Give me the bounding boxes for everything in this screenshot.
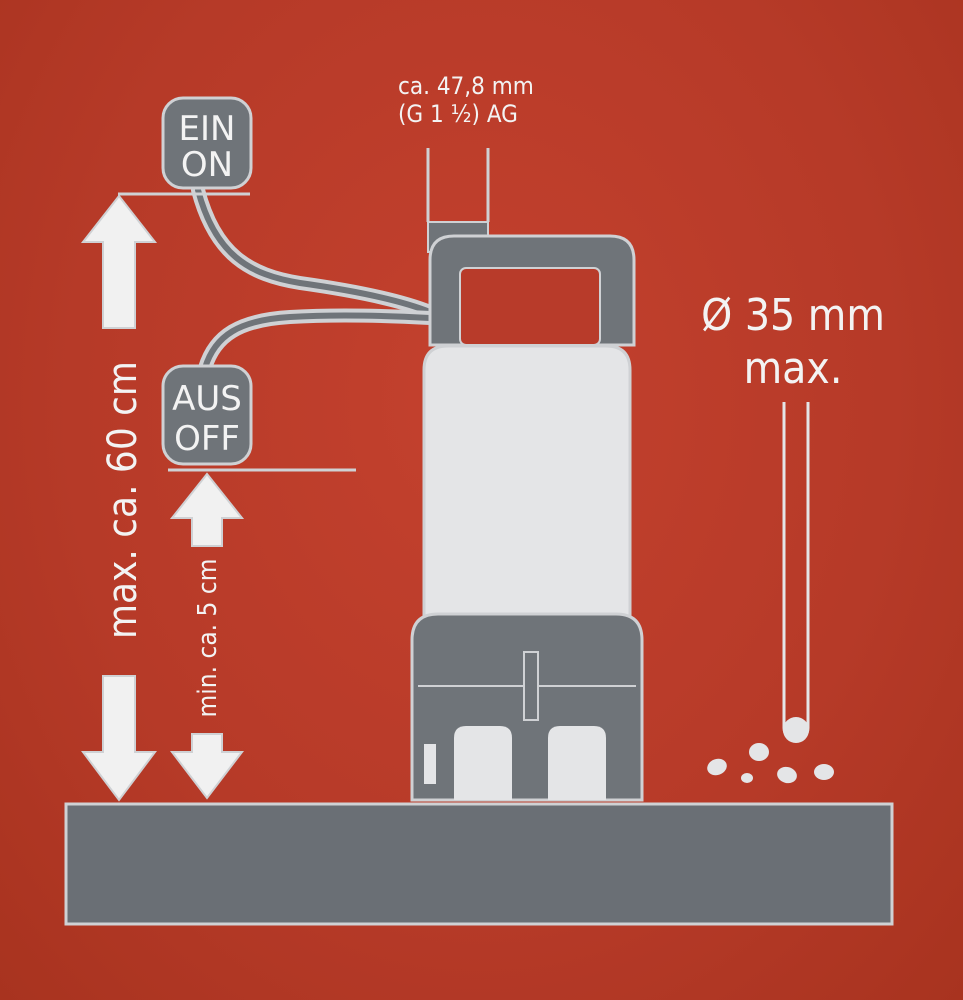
switch-off-label-en: OFF — [174, 419, 240, 459]
float-switch-off-icon — [161, 364, 356, 472]
particle-pointer — [782, 402, 810, 743]
up-arrow-icon — [80, 194, 158, 329]
particles-icon — [707, 743, 834, 784]
floor-base — [64, 802, 894, 926]
cables — [191, 183, 437, 375]
down-arrow-icon — [81, 675, 157, 802]
min-down-arrow-icon — [169, 733, 245, 800]
particle-size-label: Ø 35 mm — [701, 290, 885, 341]
switch-off-label-de: AUS — [172, 379, 242, 419]
min-height-label: min. ca. 5 cm — [193, 559, 223, 718]
outlet-thread-label: (G 1 ½) AG — [398, 100, 518, 128]
min-up-arrow-icon — [169, 472, 245, 547]
pump-icon — [410, 234, 644, 802]
outlet-size-label: ca. 47,8 mm — [398, 72, 534, 100]
particle-max-label: max. — [744, 343, 843, 394]
float-switch-icon — [118, 96, 253, 196]
switch-on-label-en: ON — [181, 145, 233, 185]
max-height-label: max. ca. 60 cm — [100, 361, 146, 639]
switch-on-label-de: EIN — [179, 109, 236, 149]
